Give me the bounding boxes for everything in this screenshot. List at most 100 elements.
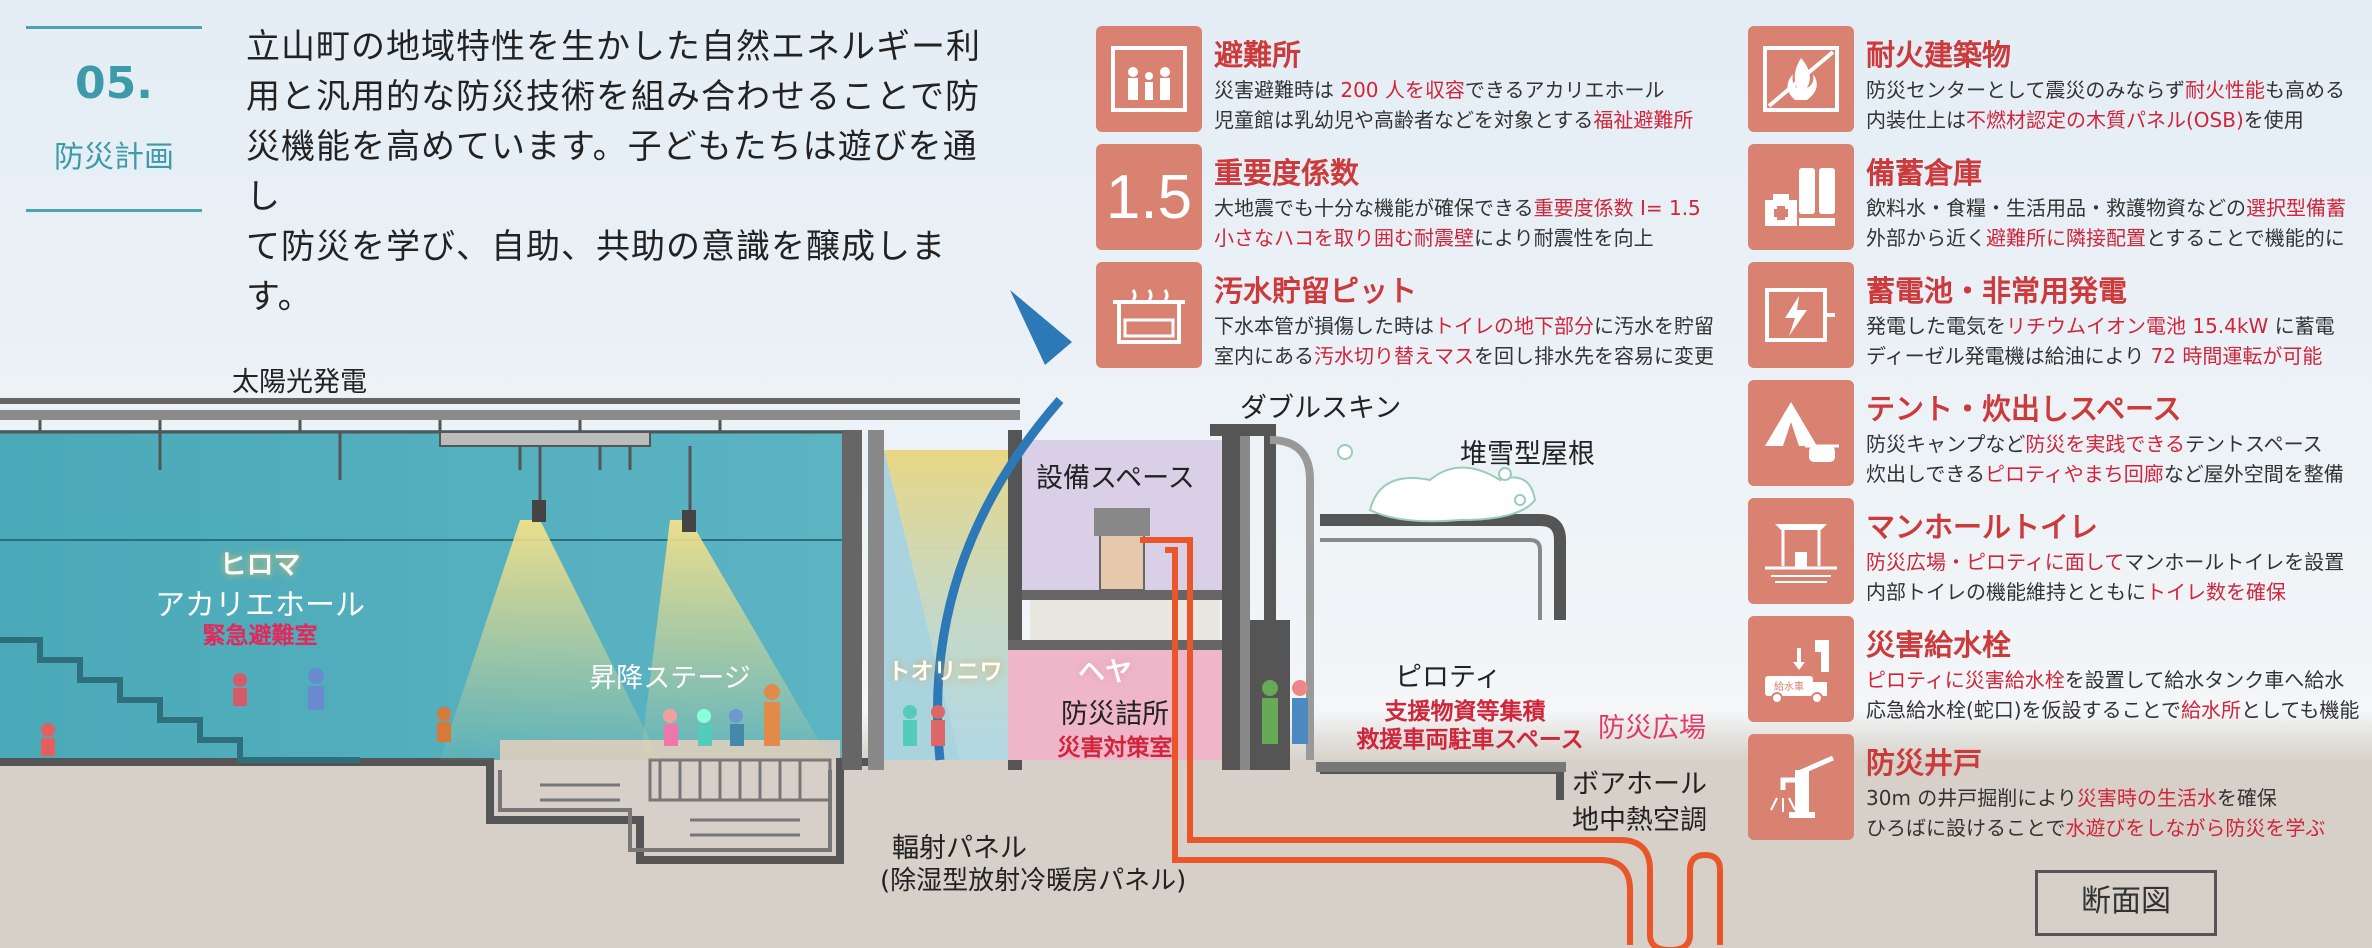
desc-text: 室内にある	[1214, 344, 1314, 368]
item-desc-1: 飲料水・食糧・生活用品・救護物資などの選択型備蓄	[1866, 192, 2346, 221]
label-radiant-panel-note: (除湿型放射冷暖房パネル)	[880, 866, 1187, 896]
item-desc-2: 応急給水栓(蛇口)を仮設することで給水所としても機能	[1866, 694, 2359, 723]
highlight-text: 防災を実践できる	[2025, 432, 2186, 456]
sewage-pit-icon	[1096, 262, 1202, 368]
label-akarie-hall: アカリエホール	[155, 588, 365, 623]
desc-text: 炊出しできる	[1866, 462, 1985, 486]
item-well: 防災井戸 30m の井戸掘削により災害時の生活水を確保 ひろばに設けることで水遊…	[1748, 734, 2368, 842]
desc-text: 飲料水・食糧・生活用品・救護物資などの	[1866, 196, 2246, 220]
storage-warehouse-icon	[1748, 144, 1854, 250]
desc-text: を設置して給水タンク車へ給水	[2064, 668, 2345, 692]
highlight-text: 福祉避難所	[1593, 108, 1694, 132]
item-sewage-pit: 汚水貯留ピット 下水本管が損傷した時はトイレの地下部分に汚水を貯留 室内にある汚…	[1096, 262, 1716, 370]
well-pump-icon	[1748, 734, 1854, 840]
section-number: 05.	[75, 58, 153, 109]
label-supply: 支援物資等集積	[1384, 699, 1546, 725]
section-number-frame	[26, 26, 202, 212]
item-desc-1: 大地震でも十分な機能が確保できる重要度係数 I= 1.5	[1214, 192, 1701, 221]
caption-section-view: 断面図	[2035, 870, 2217, 936]
label-plaza: 防災広場	[1598, 713, 1706, 744]
label-equipment-space: 設備スペース	[1036, 463, 1195, 494]
family-shelter-icon	[1096, 26, 1202, 132]
desc-text: 内装仕上は	[1866, 108, 1966, 132]
label-piloti: ピロティ	[1395, 662, 1502, 693]
item-desc-1: 災害避難時は 200 人を収容できるアカリエホール	[1214, 74, 1665, 103]
item-desc-1: 防災センターとして震災のみならず耐火性能も高める	[1866, 74, 2345, 103]
desc-text: マンホールトイレを設置	[2124, 550, 2345, 574]
highlight-text: 重要度係数 I= 1.5	[1533, 196, 1701, 220]
item-title: テント・炊出しスペース	[1866, 392, 2182, 426]
battery-generator-icon	[1748, 262, 1854, 368]
item-storage: 備蓄倉庫 飲料水・食糧・生活用品・救護物資などの選択型備蓄 外部から近く避難所に…	[1748, 144, 2368, 252]
item-desc-2: 児童館は乳幼児や高齢者などを対象とする福祉避難所	[1214, 104, 1693, 133]
item-desc-2: ディーゼル発電機は給油により 72 時間運転が可能	[1866, 340, 2322, 369]
intro-line: 立山町の地域特性を生かした自然エネルギー利	[246, 27, 981, 67]
desc-text: も高める	[2265, 78, 2345, 102]
intro-line: 用と汎用的な防災技術を組み合わせることで防	[246, 77, 980, 117]
desc-text: 発電した電気を	[1866, 314, 2006, 338]
item-title: 防災井戸	[1866, 746, 1983, 780]
item-title: 耐火建築物	[1866, 38, 2012, 72]
desc-text: とすることで機能的に	[2146, 226, 2345, 250]
label-torinwa: トオリニワ	[887, 659, 1003, 685]
desc-text: 外部から近く	[1866, 226, 1986, 250]
item-desc-1: 発電した電気をリチウムイオン電池 15.4kW に蓄電	[1866, 310, 2335, 339]
label-lift-stage: 昇降ステージ	[589, 663, 751, 694]
item-importance-factor: 1.5 重要度係数 大地震でも十分な機能が確保できる重要度係数 I= 1.5 小…	[1096, 144, 1716, 252]
label-radiant-panel: 輻射パネル	[892, 833, 1027, 864]
label-double-skin: ダブルスキン	[1240, 393, 1402, 424]
desc-text: に汚水を貯留	[1594, 314, 1714, 338]
label-disaster-hq: 災害対策室	[1057, 735, 1173, 761]
highlight-text: 不燃材認定の木質パネル(OSB)	[1966, 108, 2244, 132]
item-desc-1: ピロティに災害給水栓を設置して給水タンク車へ給水	[1866, 664, 2344, 693]
desc-text: 災害避難時は	[1214, 78, 1341, 102]
highlight-text: 小さなハコを取り囲む耐震壁	[1214, 226, 1474, 250]
item-desc-2: 炊出しできるピロティやまち回廊など屋外空間を整備	[1866, 458, 2344, 487]
desc-text: テントスペース	[2185, 432, 2323, 456]
desc-text: 下水本管が損傷した時は	[1214, 314, 1434, 338]
highlight-text: リチウムイオン電池 15.4kW	[2006, 314, 2269, 338]
desc-text: 防災センターとして震災のみならず	[1866, 78, 2185, 102]
item-tent-cooking: テント・炊出しスペース 防災キャンプなど防災を実践できるテントスペース 炊出しで…	[1748, 380, 2368, 488]
highlight-text: 耐火性能	[2185, 78, 2265, 102]
label-borehole: ボアホール	[1572, 769, 1707, 800]
water-truck-label: 給水車	[1774, 680, 1804, 693]
desc-text: 内部トイレの機能維持とともに	[1866, 580, 2146, 604]
label-geothermal: 地中熱空調	[1572, 805, 1707, 836]
desc-text: を確保	[2216, 786, 2277, 810]
coefficient-value: 1.5	[1105, 162, 1193, 232]
desc-text: に蓄電	[2268, 314, 2335, 338]
desc-text: 大地震でも十分な機能が確保できる	[1214, 196, 1534, 220]
highlight-text: ピロティやまち回廊	[1985, 462, 2164, 486]
highlight-text: 72 時間運転が可能	[2150, 344, 2323, 368]
highlight-text: 選択型備蓄	[2246, 196, 2346, 220]
desc-text: ひろばに設けることで	[1866, 816, 2066, 840]
item-title: 災害給水栓	[1866, 628, 2012, 662]
highlight-text: 水遊びをしながら防災を学ぶ	[2065, 816, 2326, 840]
intro-line: 災機能を高めています。子どもたちは遊びを通し	[246, 127, 978, 217]
label-bousai-office: 防災詰所	[1061, 699, 1169, 730]
item-desc-1: 防災広場・ピロティに面してマンホールトイレを設置	[1866, 546, 2344, 575]
item-desc-2: 内部トイレの機能維持とともにトイレ数を確保	[1866, 576, 2286, 605]
item-desc-2: 室内にある汚水切り替えマスを回し排水先を容易に変更	[1214, 340, 1714, 369]
highlight-text: 防災広場・ピロティに面して	[1866, 550, 2125, 574]
item-desc-1: 30m の井戸掘削により災害時の生活水を確保	[1866, 782, 2277, 811]
item-desc-1: 防災キャンプなど防災を実践できるテントスペース	[1866, 428, 2323, 457]
section-title: 防災計画	[54, 140, 174, 175]
desc-text: を使用	[2243, 108, 2304, 132]
highlight-text: 200 人を収容	[1340, 78, 1465, 102]
item-title: 重要度係数	[1214, 156, 1360, 190]
label-heya: ヘヤ	[1078, 657, 1132, 688]
label-solar: 太陽光発電	[232, 367, 367, 398]
item-desc-2: 外部から近く避難所に隣接配置とすることで機能的に	[1866, 222, 2345, 251]
item-water-hydrant: 給水車 災害給水栓 ピロティに災害給水栓を設置して給水タンク車へ給水 応急給水栓…	[1748, 616, 2368, 724]
item-desc-2: 内装仕上は不燃材認定の木質パネル(OSB)を使用	[1866, 104, 2304, 133]
tent-cooking-icon	[1748, 380, 1854, 486]
fireproof-building-icon	[1748, 26, 1854, 132]
highlight-text: トイレ数を確保	[2146, 580, 2286, 604]
item-title: 蓄電池・非常用発電	[1866, 274, 2128, 308]
highlight-text: ピロティに災害給水栓	[1866, 668, 2065, 692]
intro-line: て防災を学び、自助、共助の意識を醸成します。	[246, 227, 946, 317]
item-shelter: 避難所 災害避難時は 200 人を収容できるアカリエホール 児童館は乳幼児や高齢…	[1096, 26, 1716, 134]
